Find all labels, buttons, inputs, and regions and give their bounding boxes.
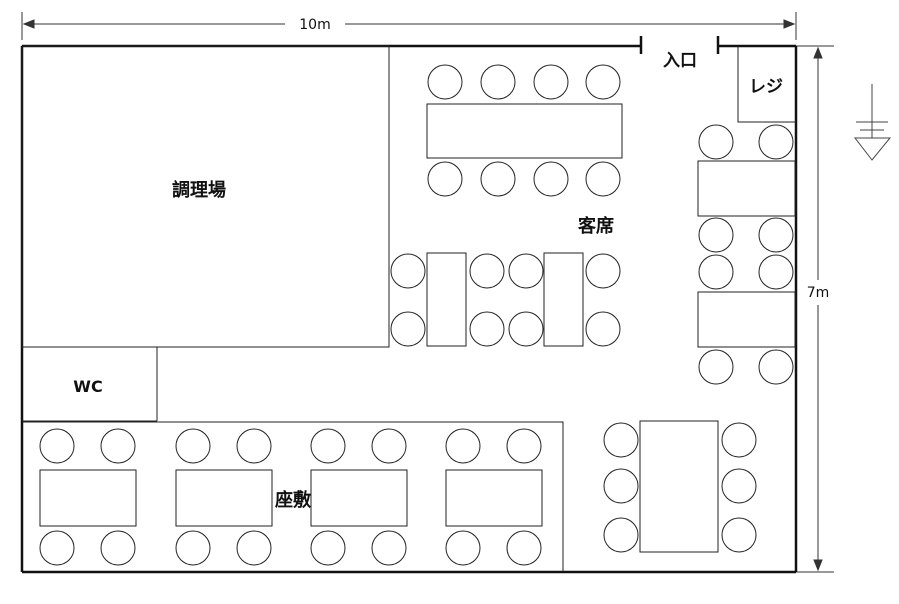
chair <box>698 349 734 385</box>
kitchen-room <box>21 45 390 348</box>
tatami-label: 座敷 <box>275 489 312 511</box>
table <box>697 291 796 348</box>
height-arrow-bottom <box>813 559 823 572</box>
chair <box>698 217 734 253</box>
chair <box>310 428 346 464</box>
chair <box>39 530 75 566</box>
chair <box>698 124 734 160</box>
table <box>310 469 408 527</box>
table <box>697 160 796 217</box>
chair <box>533 161 569 197</box>
chair <box>175 428 211 464</box>
chair <box>39 428 75 464</box>
chair <box>533 64 569 100</box>
chair <box>603 422 639 458</box>
width-arrow-right <box>783 19 796 29</box>
height-arrow-top <box>813 46 823 59</box>
width-arrow-left <box>22 19 35 29</box>
register-label: レジ <box>749 77 783 97</box>
table <box>445 469 543 527</box>
chair <box>758 124 794 160</box>
chair <box>175 530 211 566</box>
chair <box>445 428 481 464</box>
width-label: 10m <box>299 17 330 33</box>
height-label: 7m <box>807 285 830 301</box>
chair <box>427 64 463 100</box>
kitchen-label: 調理場 <box>172 179 226 201</box>
table <box>543 252 584 347</box>
partitions <box>21 45 796 572</box>
register-booth <box>737 46 796 123</box>
north-arrow-icon <box>853 84 892 161</box>
chair <box>508 253 544 289</box>
table <box>426 252 467 347</box>
chair <box>585 64 621 100</box>
chair <box>236 428 272 464</box>
chair <box>469 253 505 289</box>
chair <box>721 422 757 458</box>
chair <box>469 311 505 347</box>
chair <box>758 254 794 290</box>
chair <box>506 530 542 566</box>
chair <box>585 253 621 289</box>
wc-label: WC <box>73 377 102 396</box>
chair <box>445 530 481 566</box>
chair <box>603 517 639 553</box>
chair <box>585 161 621 197</box>
height-dimension <box>796 45 834 573</box>
chair <box>100 428 136 464</box>
table <box>39 469 137 527</box>
seating-label: 客席 <box>578 215 614 237</box>
chair <box>100 530 136 566</box>
furniture <box>39 64 796 566</box>
chair <box>427 161 463 197</box>
chair <box>758 217 794 253</box>
table <box>426 103 623 159</box>
chair <box>371 530 407 566</box>
chair <box>585 311 621 347</box>
width-dimension <box>21 12 797 40</box>
chair <box>758 349 794 385</box>
chair <box>721 517 757 553</box>
chair <box>480 161 516 197</box>
entrance-label: 入口 <box>663 51 697 71</box>
table <box>175 469 273 527</box>
chair <box>310 530 346 566</box>
chair <box>236 530 272 566</box>
table <box>639 420 719 553</box>
chair <box>480 64 516 100</box>
chair <box>721 468 757 504</box>
chair <box>390 253 426 289</box>
chair <box>508 311 544 347</box>
chair <box>390 311 426 347</box>
entrance-door <box>639 36 720 54</box>
chair <box>506 428 542 464</box>
chair <box>603 468 639 504</box>
chair <box>698 254 734 290</box>
tatami-room <box>22 421 564 572</box>
chair <box>371 428 407 464</box>
